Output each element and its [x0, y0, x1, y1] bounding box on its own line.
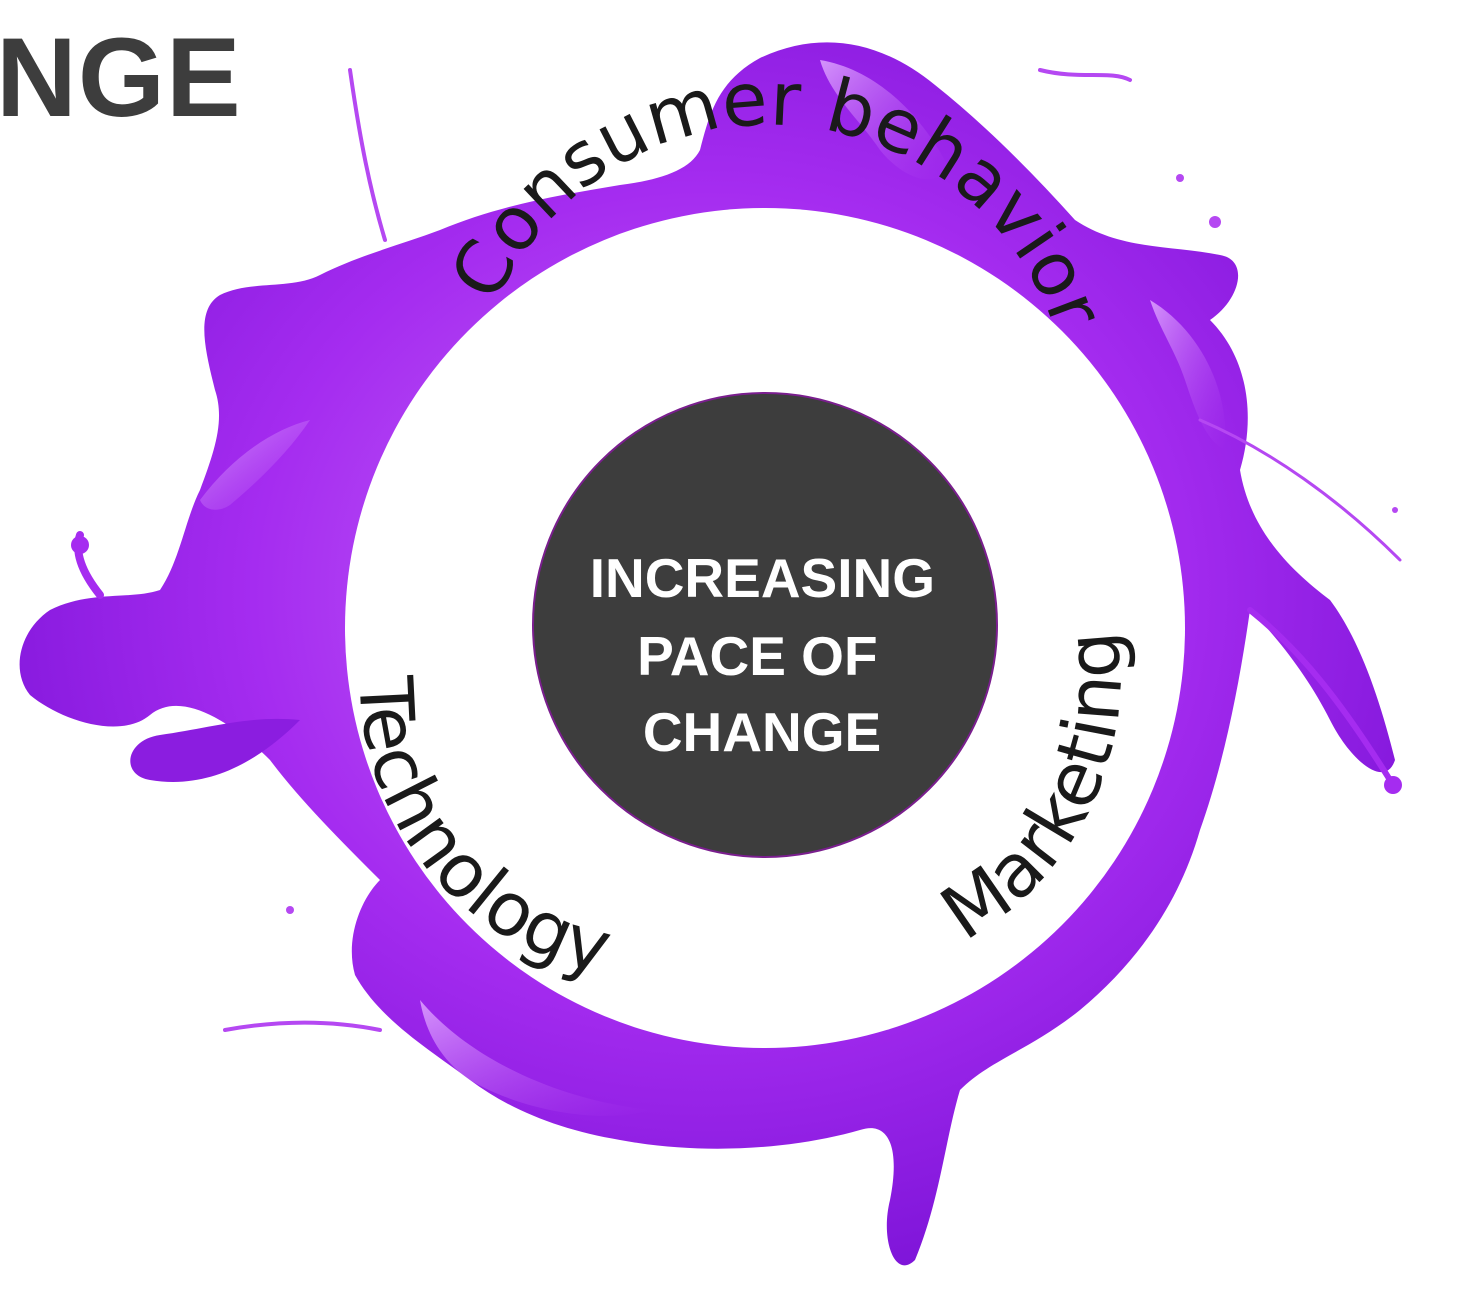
center-circle: [532, 392, 998, 858]
center-line-1: INCREASING: [590, 547, 935, 609]
center-line-3: CHANGE: [643, 701, 881, 763]
center-label: INCREASING PACE OF CHANGE: [590, 547, 951, 763]
center-line-2: PACE OF: [637, 625, 877, 687]
slide-title-fragment: NGE: [0, 15, 242, 140]
